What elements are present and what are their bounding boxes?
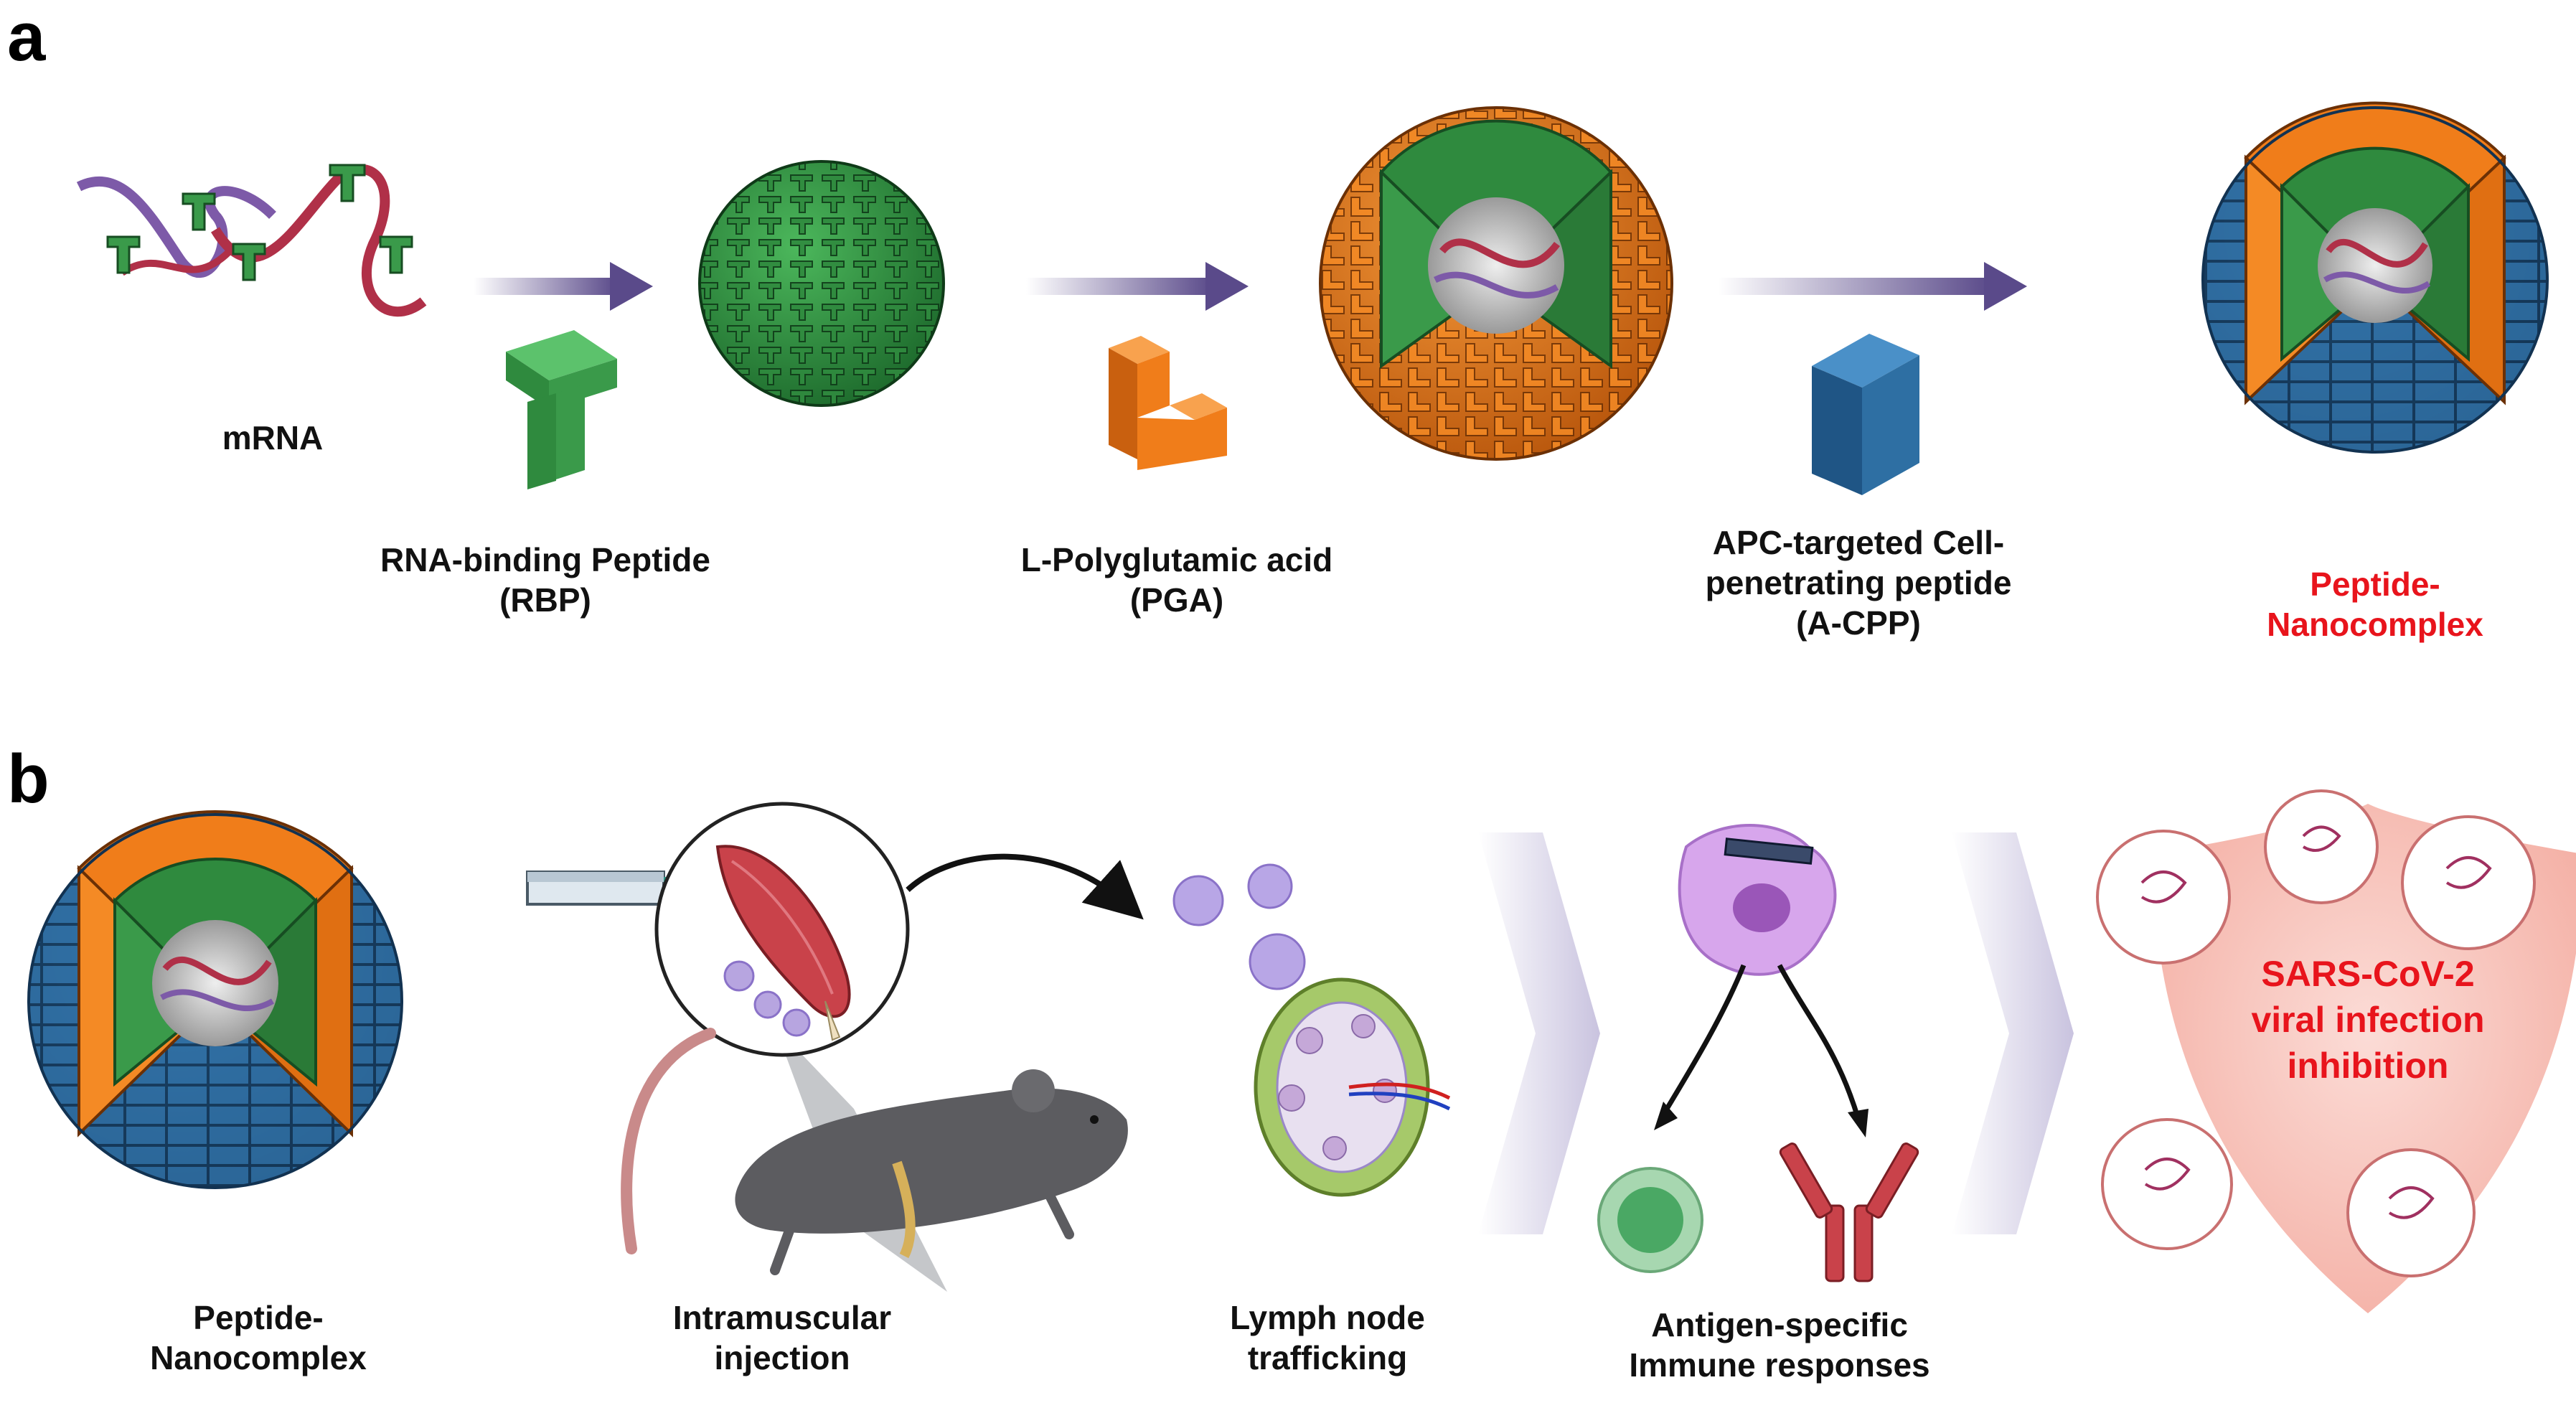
flow-chevron-2 [1952, 832, 2074, 1234]
label-mrna: mRNA [179, 418, 366, 458]
label-nanocomplex-a: Peptide- Nanocomplex [2196, 564, 2554, 644]
label-immune-line-2: Immune responses [1629, 1346, 1930, 1384]
label-nanocomplex-b-line-2: Nanocomplex [150, 1339, 367, 1376]
label-nanocomplex-b-line-1: Peptide- [193, 1299, 324, 1336]
label-injection: Intramuscular injection [603, 1298, 962, 1378]
pga-coated-sphere [1319, 106, 1673, 461]
label-acpp-line-2: penetrating peptide [1705, 564, 2012, 601]
label-lymph-line-1: Lymph node [1230, 1299, 1425, 1336]
mrna-illustration [76, 164, 427, 317]
label-lymph: Lymph node trafficking [1148, 1298, 1507, 1378]
label-acpp: APC-targeted Cell- penetrating peptide (… [1658, 522, 2059, 643]
label-mrna-text: mRNA [222, 419, 324, 456]
label-nanocomplex-a-line-2: Nanocomplex [2267, 606, 2483, 643]
label-rbp-line-2: (RBP) [499, 581, 591, 619]
panel-letter-a: a [7, 0, 46, 75]
virus-icons [2096, 789, 2536, 1277]
label-immune-line-1: Antigen-specific [1651, 1306, 1908, 1343]
arrow-mrna-to-rbp [474, 262, 653, 311]
virus-rna [2140, 825, 2492, 1219]
label-acpp-line-1: APC-targeted Cell- [1712, 524, 2005, 561]
panel-letter-b: b [7, 741, 50, 817]
label-inhibition-line-2: viral infection [2251, 1000, 2485, 1040]
curved-arrow [906, 853, 1144, 920]
label-immune: Antigen-specific Immune responses [1579, 1305, 1980, 1385]
label-rbp-line-1: RNA-binding Peptide [380, 541, 710, 578]
label-lymph-line-2: trafficking [1247, 1339, 1408, 1376]
label-nanocomplex-a-line-1: Peptide- [2310, 566, 2440, 603]
label-injection-line-1: Intramuscular [672, 1299, 892, 1336]
label-inhibition-line-3: inhibition [2287, 1046, 2449, 1086]
label-nanocomplex-b: Peptide- Nanocomplex [79, 1298, 438, 1378]
antibody-icon [1779, 1142, 1919, 1282]
label-pga: L-Polyglutamic acid (PGA) [976, 540, 1378, 620]
rbp-block-icon [506, 330, 617, 489]
immune-response-illustration [1597, 824, 1919, 1282]
mouse-illustration [621, 1028, 1128, 1275]
lymph-node-illustration [1172, 863, 1451, 1197]
arrow-rbp-to-pga [1026, 262, 1249, 311]
arrow-pga-to-acpp [1719, 262, 2027, 311]
label-acpp-line-3: (A-CPP) [1796, 604, 1921, 642]
label-injection-line-2: injection [714, 1339, 850, 1376]
label-inhibition-line-1: SARS-CoV-2 [2261, 954, 2475, 994]
label-pga-line-2: (PGA) [1129, 581, 1224, 619]
peptide-nanocomplex-sphere-b [27, 810, 403, 1189]
flow-chevron-1 [1478, 832, 1600, 1234]
acpp-block-icon [1812, 334, 1919, 495]
label-rbp: RNA-binding Peptide (RBP) [344, 540, 746, 620]
label-pga-line-1: L-Polyglutamic acid [1020, 541, 1333, 578]
rbp-mrna-sphere [698, 160, 945, 407]
label-inhibition: SARS-CoV-2 viral infection inhibition [2196, 951, 2540, 1089]
pga-block-icon [1109, 336, 1227, 470]
syringe-icon [526, 871, 775, 906]
peptide-nanocomplex-sphere-a [2201, 101, 2549, 454]
